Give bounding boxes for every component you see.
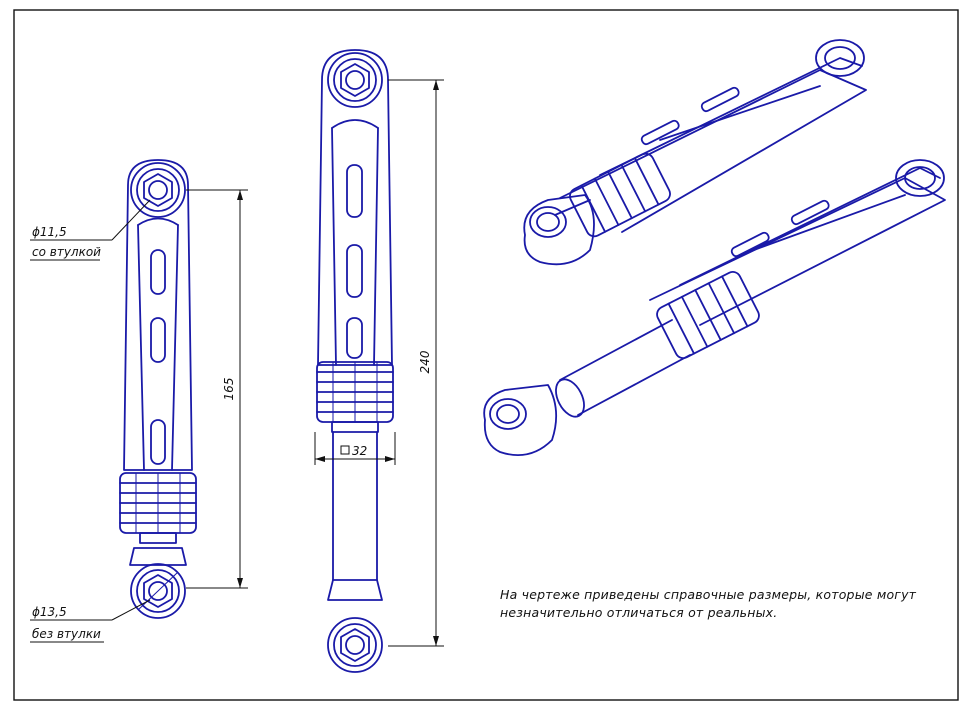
hole-bottom-note: без втулки [32, 627, 101, 641]
dimension-square-label: 32 [352, 444, 367, 458]
hole-bottom-callout: ϕ13,5 без втулки [30, 599, 151, 643]
dimension-square-32: 32 [314, 432, 396, 465]
square-symbol [340, 445, 350, 455]
hole-bottom-diameter: ϕ13,5 [32, 605, 67, 619]
dimension-240: 240 [388, 79, 444, 647]
damper-isometric-view-bottom [483, 159, 946, 456]
dimension-165-label: 165 [222, 378, 236, 401]
damper-isometric-view-top [523, 39, 867, 266]
damper-front-view-small [119, 159, 197, 619]
note-line-2: незначительно отличаться от реальных. [500, 605, 778, 620]
hole-top-diameter: ϕ11,5 [32, 225, 67, 239]
dimension-240-label: 240 [418, 350, 432, 373]
hole-top-callout: ϕ11,5 со втулкой [30, 199, 151, 261]
dimension-165: 165 [186, 189, 248, 589]
hole-top-note: со втулкой [32, 245, 101, 259]
note-line-1: На чертеже приведены справочные размеры,… [500, 587, 917, 602]
reference-dimensions-note: На чертеже приведены справочные размеры,… [500, 586, 930, 622]
damper-front-view-large [316, 49, 394, 673]
drawing-frame [13, 9, 959, 701]
